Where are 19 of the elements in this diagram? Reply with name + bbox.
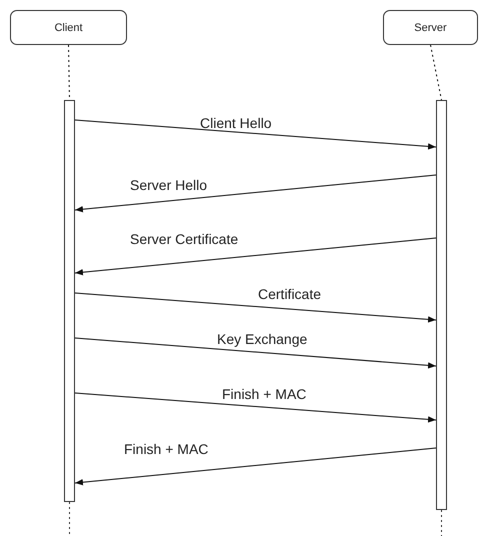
lifeline-header: Client xyxy=(10,10,127,45)
message-label: Server Certificate xyxy=(130,231,238,247)
lifeline xyxy=(430,44,442,100)
message-arrow xyxy=(74,338,436,369)
activation-bar xyxy=(64,100,75,502)
message-label: Finish + MAC xyxy=(124,441,208,457)
message-label: Server Hello xyxy=(130,177,208,193)
message-arrow xyxy=(74,174,436,212)
message-arrow xyxy=(74,292,436,323)
message-arrow xyxy=(74,392,436,423)
message-arrow xyxy=(74,238,436,276)
activation-bar xyxy=(436,100,447,510)
message-label: Certificate xyxy=(258,286,322,302)
message-arrow xyxy=(74,120,436,150)
lifeline-header: Server xyxy=(383,10,478,45)
message-arrow xyxy=(74,448,436,486)
message-label: Client Hello xyxy=(200,115,272,131)
message-label: Key Exchange xyxy=(217,331,308,347)
message-label: Finish + MAC xyxy=(222,386,306,402)
